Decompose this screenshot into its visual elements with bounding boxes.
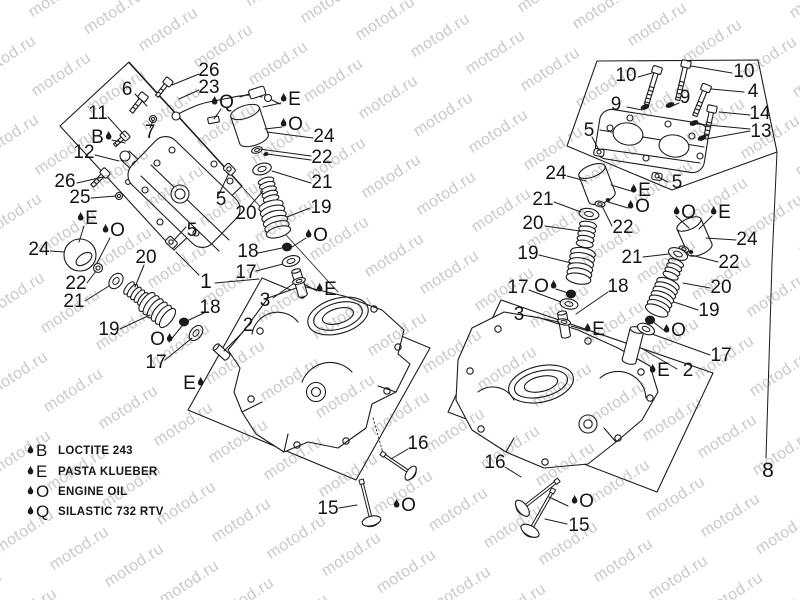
cylinder-head-left xyxy=(227,285,411,453)
legend-code: O xyxy=(36,481,50,501)
legend-code: Q xyxy=(36,502,50,522)
valve-stem-seal xyxy=(644,315,656,325)
cam-carrier-right xyxy=(593,108,710,181)
exhaust-valve xyxy=(379,450,417,481)
bucket-tappet xyxy=(230,103,269,148)
shim xyxy=(251,146,263,154)
cam-carrier xyxy=(127,136,241,252)
bucket-tappet xyxy=(578,163,616,205)
inner-valve-spring xyxy=(257,176,280,204)
legend-row: Q SILASTIC 732 RTV xyxy=(27,502,164,522)
spring-seat xyxy=(636,322,656,336)
legend-row: B LOCTITE 243 xyxy=(27,441,164,461)
washer xyxy=(148,114,158,124)
leader-lines xyxy=(49,65,751,525)
washer xyxy=(114,191,124,201)
droplet-icon xyxy=(27,465,34,474)
guide-collar xyxy=(557,318,571,326)
outer-valve-spring xyxy=(565,246,596,285)
bolt xyxy=(129,91,149,114)
spring-retainer xyxy=(108,272,124,290)
inner-valve-spring xyxy=(662,258,685,281)
outer-valve-spring xyxy=(644,276,680,318)
stud-bolt xyxy=(643,65,663,106)
bolt xyxy=(112,130,131,148)
spring-seat xyxy=(188,324,204,342)
outer-valve-spring xyxy=(138,291,177,329)
sealing-washer xyxy=(640,104,650,110)
legend-label: LOCTITE 243 xyxy=(58,445,133,458)
valve-stem-seal xyxy=(565,289,577,299)
stud-bolt xyxy=(674,59,692,102)
bucket-tappet xyxy=(63,238,97,272)
legend-row: O ENGINE OIL xyxy=(27,482,164,502)
cotter-pin xyxy=(688,250,694,254)
bolt xyxy=(90,167,111,188)
bucket-tappet xyxy=(676,216,713,257)
sealing-washer xyxy=(689,120,699,126)
right-cam-frame xyxy=(566,59,778,191)
spring-retainer xyxy=(578,207,600,221)
cylinder-head-right xyxy=(455,311,659,469)
sealing-washer xyxy=(697,135,707,141)
exhaust-valve xyxy=(514,477,561,517)
spring-seat xyxy=(559,298,579,310)
legend-code: B xyxy=(36,441,48,461)
spring-seat xyxy=(281,255,301,267)
spring-retainer xyxy=(667,247,689,261)
right-view xyxy=(455,108,710,469)
left-view xyxy=(63,85,411,453)
shim xyxy=(594,200,606,208)
spring-retainer xyxy=(252,162,272,176)
cotter-pin xyxy=(605,198,611,202)
intake-valve xyxy=(520,487,557,538)
intake-valve xyxy=(358,478,382,528)
cotter-pin xyxy=(263,151,269,157)
generated-parts xyxy=(90,59,718,538)
droplet-icon xyxy=(27,505,34,515)
legend-label: ENGINE OIL xyxy=(58,485,128,498)
shim xyxy=(92,262,104,274)
legend-row: E PASTA KLUEBER xyxy=(27,461,164,481)
legend-label: PASTA KLUEBER xyxy=(58,465,158,478)
valve-stack-left-outer xyxy=(63,238,97,272)
legend: B LOCTITE 243 E PASTA KLUEBER O ENGINE O… xyxy=(27,441,164,523)
dowel-pin xyxy=(212,343,231,361)
droplet-icon xyxy=(27,444,34,454)
legend-label: SILASTIC 732 RTV xyxy=(58,506,164,519)
legend-code: E xyxy=(36,461,48,481)
outer-valve-spring xyxy=(258,199,292,239)
valve-stem-seal xyxy=(281,242,293,252)
bolt xyxy=(703,104,718,137)
valve-stem-seal xyxy=(178,317,190,327)
inner-valve-spring xyxy=(575,220,597,249)
bolt xyxy=(692,82,712,118)
left-cam-frame xyxy=(59,61,243,251)
oil-pipe xyxy=(171,85,281,125)
droplet-icon xyxy=(27,485,34,495)
guide-collar xyxy=(292,277,306,285)
bolt xyxy=(154,76,174,98)
